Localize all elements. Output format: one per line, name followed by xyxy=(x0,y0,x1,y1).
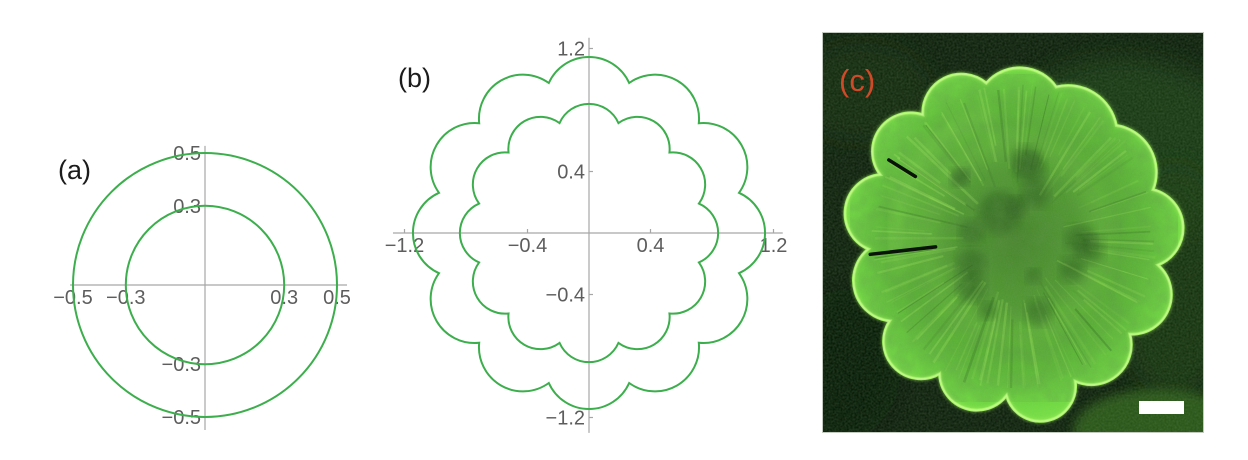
x-tick-label: −0.3 xyxy=(106,287,145,309)
x-tick-label: −0.4 xyxy=(508,235,547,257)
y-tick-label: −0.4 xyxy=(546,285,585,307)
y-tick-label: −1.2 xyxy=(546,408,585,430)
inner-scalloped-curve xyxy=(458,102,720,364)
panel-c-label: (c) xyxy=(839,63,875,98)
rim-line xyxy=(844,67,1184,422)
inner-circle xyxy=(124,204,286,366)
x-tick-label: 0.4 xyxy=(637,235,665,257)
panel-a-label: (a) xyxy=(58,155,91,185)
y-tick-label: 1.2 xyxy=(557,39,585,61)
y-tick-label: −0.3 xyxy=(162,354,201,376)
y-tick-label: 0.4 xyxy=(557,162,585,184)
blob-interior xyxy=(845,67,1184,422)
scale-bar xyxy=(1139,401,1184,414)
x-tick-label: 1.2 xyxy=(760,235,788,257)
x-tick-label: 0.3 xyxy=(270,287,298,309)
outer-scalloped-curve xyxy=(412,56,766,410)
panel-c-micrograph: (c) xyxy=(822,32,1204,433)
panel-b-label: (b) xyxy=(398,63,431,93)
outer-circle xyxy=(72,152,338,418)
tissue-slit xyxy=(887,158,918,179)
tissue-slit xyxy=(868,245,938,257)
y-tick-label: 0.3 xyxy=(173,196,201,218)
y-tick-label: −0.5 xyxy=(162,407,201,429)
micrograph-art xyxy=(823,33,1203,432)
